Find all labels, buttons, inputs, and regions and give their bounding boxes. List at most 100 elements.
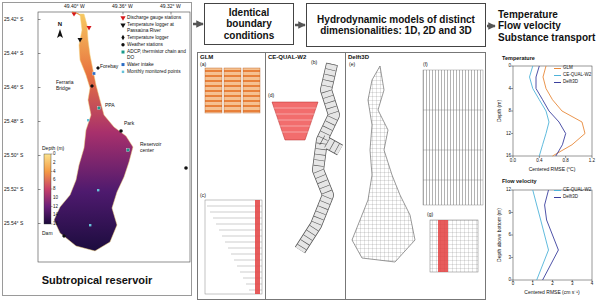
glm-sketch	[255, 200, 260, 294]
figure-label: Park	[124, 121, 134, 127]
reservoir-map	[96, 66, 100, 70]
glm-sketch	[205, 200, 262, 294]
figure-label: 16	[53, 222, 58, 227]
result-charts	[536, 66, 566, 156]
legend-text: Delft3D	[563, 80, 578, 85]
model-panel: CE-QUAL-W2	[265, 52, 346, 300]
glm-sketch	[243, 68, 260, 113]
figure-label: Ferraria Bridge	[56, 80, 80, 91]
figure-label: 25.44° S	[4, 51, 23, 57]
figure-label: (g)	[427, 212, 433, 218]
process-box: Identical boundary conditions	[204, 3, 294, 45]
figure-label: 12	[506, 188, 511, 193]
figure-label: 0.4	[536, 159, 542, 164]
reservoir-map	[38, 12, 190, 262]
figure-label: 25.48° S	[4, 119, 23, 125]
figure-label: 2	[53, 160, 56, 165]
figure-label: 0	[508, 278, 511, 283]
node-text: Subtropical reservoir	[5, 274, 189, 287]
node-text: Identical boundary conditions	[207, 7, 291, 42]
legend-text: Temperature logger	[127, 35, 189, 40]
figure-label: 12	[506, 131, 511, 136]
result-charts	[530, 66, 550, 156]
legend-text: ADCP, thermistor chain and DO	[127, 49, 189, 60]
figure-label: 3	[571, 282, 574, 287]
result-charts	[554, 82, 561, 83]
reservoir-map	[78, 38, 83, 43]
ce-qual-w2-sketch	[300, 64, 340, 250]
legend-text: GLM	[563, 66, 573, 71]
figure-label: 4	[508, 86, 511, 91]
result-charts	[511, 190, 592, 282]
reservoir-map	[119, 129, 123, 133]
figure-label: 16	[506, 154, 511, 159]
process-box: Hydrodynamic models of distinct dimensio…	[306, 3, 486, 47]
figure-label: 25.46° S	[4, 85, 23, 91]
reservoir-map	[51, 154, 53, 224]
flow-arrow	[487, 25, 495, 28]
figure-label: 0	[512, 282, 515, 287]
legend-marker	[122, 63, 125, 66]
result-charts	[511, 66, 592, 282]
figure-label: 4	[53, 169, 56, 174]
figure-label: 10	[53, 195, 58, 200]
legend-marker	[122, 71, 124, 73]
reservoir-map	[97, 189, 99, 191]
figure-label: (f)	[423, 62, 428, 68]
legend-marker	[120, 16, 125, 21]
figure-label: 25.42° S	[4, 17, 23, 23]
figure-label: 0	[53, 152, 56, 157]
legend-text: Weather stations	[127, 42, 189, 47]
legend-text: Monthly monitored points	[127, 69, 189, 74]
legend-text: Water intake	[127, 62, 189, 67]
reservoir-map	[57, 29, 63, 38]
reservoir-map	[44, 154, 51, 224]
legend-marker	[121, 35, 124, 41]
figure-label: 1.2	[589, 159, 595, 164]
legend-text: Temperature logger at Passaúna River	[127, 22, 189, 33]
figure-label: (a)	[200, 62, 206, 68]
figure-label: 49.40° W	[64, 4, 85, 10]
figure-label: 8	[53, 187, 56, 192]
result-charts	[533, 190, 549, 280]
model-panel: GLM	[197, 52, 266, 300]
figure-label: Temperature	[502, 55, 535, 61]
map-panel: Subtropical reservoir	[2, 2, 192, 296]
result-charts	[554, 190, 561, 191]
figure-label: (b)	[311, 60, 317, 66]
figure-label: Depth (m)	[497, 100, 503, 122]
result-charts	[554, 68, 561, 69]
result-charts	[554, 197, 561, 198]
reservoir-map	[87, 26, 92, 31]
ce-qual-w2-sketch	[272, 102, 318, 140]
reservoir-map	[62, 234, 66, 238]
model-panel: Delft3D	[345, 52, 486, 300]
figure-label: 25.50° S	[4, 153, 23, 159]
node-text: CE-QUAL-W2	[268, 54, 343, 61]
delft3d-sketch	[438, 220, 448, 272]
flow-arrow	[193, 23, 203, 26]
ce-qual-w2-sketch	[300, 64, 340, 250]
result-charts	[554, 75, 561, 76]
legend-marker	[121, 43, 124, 46]
node-text: Delft3D	[348, 54, 483, 61]
result-charts	[543, 190, 559, 280]
figure-label: Centered RMSE (°C)	[529, 167, 576, 173]
node-text: Hydrodynamic models of distinct dimensio…	[309, 14, 483, 37]
figure-label: 25.54° S	[4, 221, 23, 227]
node-text: Substance transport	[498, 32, 596, 44]
figure-label: (c)	[200, 193, 206, 199]
glm-sketch	[207, 206, 262, 290]
reservoir-map	[98, 107, 101, 110]
legend-marker	[120, 23, 125, 28]
figure-label: 8	[508, 109, 511, 114]
node-text: Temperature	[498, 9, 596, 21]
figure-label: 49.36° W	[112, 4, 133, 10]
figure-label: Forebay	[100, 64, 118, 70]
reservoir-map	[54, 14, 133, 251]
glm-sketch	[205, 68, 222, 113]
figure-label: N	[58, 21, 62, 28]
figure-label: (e)	[349, 62, 355, 68]
figure-label: Centered RMSE (cm s⁻¹)	[524, 290, 579, 296]
reservoir-map	[72, 13, 77, 17]
